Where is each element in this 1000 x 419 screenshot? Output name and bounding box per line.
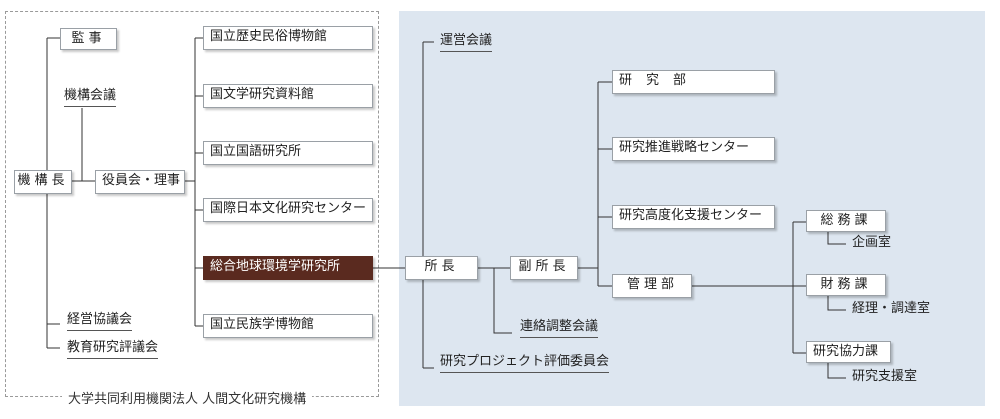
kikaku-label: 企画室 bbox=[852, 235, 892, 250]
keiei-label: 経営協議会 bbox=[67, 311, 133, 331]
institute-kokubun: 国文学研究資料館 bbox=[203, 84, 373, 108]
organization-title: 大学共同利用機関法人 人間文化研究機構 bbox=[62, 388, 313, 407]
kikocho-box: 機構長 bbox=[14, 170, 72, 194]
shien-label: 研究支援室 bbox=[852, 369, 918, 384]
kyoryoku-box: 研究協力課 bbox=[806, 341, 891, 363]
kanji-box: 監事 bbox=[60, 28, 117, 50]
connector bbox=[493, 268, 512, 334]
keiri-label: 経理・調達室 bbox=[852, 301, 931, 316]
senryaku-box: 研究推進戦略センター bbox=[612, 137, 775, 161]
connector bbox=[827, 296, 846, 311]
institute-minpaku: 国立民族学博物館 bbox=[203, 314, 373, 338]
somu-box: 総務課 bbox=[806, 210, 886, 232]
kanribu-box: 管理部 bbox=[612, 274, 692, 298]
kikokaigi-label: 機構会議 bbox=[64, 87, 117, 107]
connector bbox=[827, 232, 846, 245]
hyoka-label: 研究プロジェクト評価委員会 bbox=[440, 353, 610, 373]
connector bbox=[827, 363, 846, 379]
kodoka-box: 研究高度化支援センター bbox=[612, 205, 775, 229]
institute-nichibunken: 国際日本文化研究センター bbox=[203, 198, 373, 222]
zaimu-box: 財務課 bbox=[806, 274, 886, 296]
institute-kokugo: 国立国語研究所 bbox=[203, 141, 373, 165]
shocho-box: 所長 bbox=[405, 256, 478, 280]
kenkyubu-box: 研究部 bbox=[612, 70, 775, 94]
uneikaigi-label: 運営会議 bbox=[440, 32, 493, 52]
institute-chikyuken: 総合地球環境学研究所 bbox=[203, 256, 373, 280]
fukushocho-box: 副所長 bbox=[510, 256, 578, 280]
institute-rekihaku: 国立歴史民俗博物館 bbox=[203, 26, 373, 50]
kyoiku-label: 教育研究評議会 bbox=[67, 339, 159, 359]
yakuinkai-box: 役員会・理事 bbox=[95, 170, 185, 194]
renraku-label: 連絡調整会議 bbox=[520, 318, 599, 338]
